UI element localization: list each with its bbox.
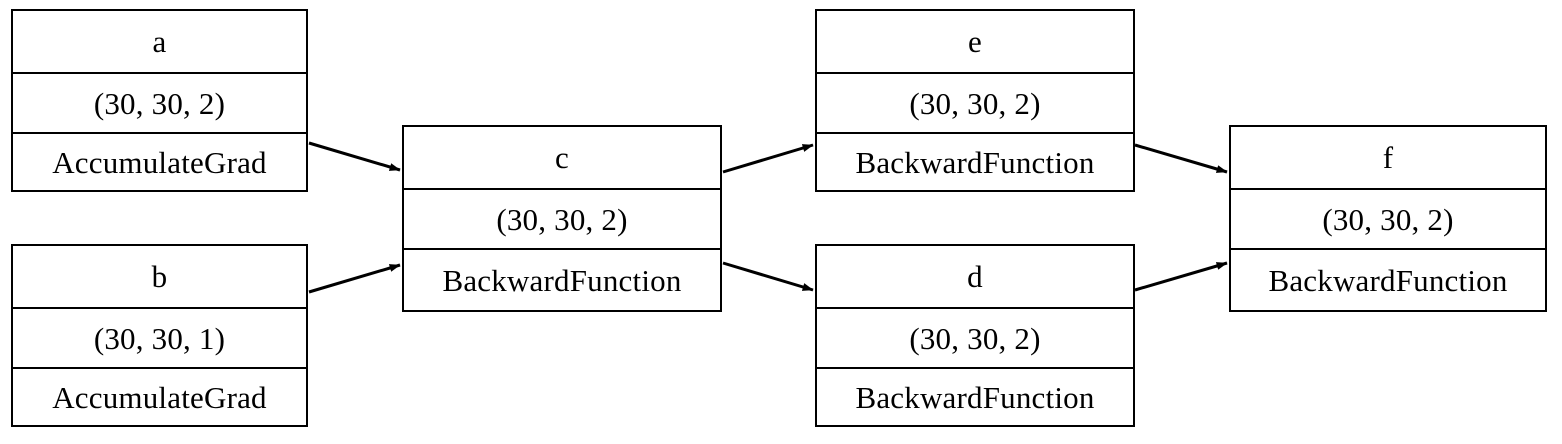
- edge-c-to-d: [722, 261, 814, 292]
- node-f-name: f: [1382, 140, 1394, 175]
- node-f-shape: (30, 30, 2): [1322, 201, 1454, 237]
- node-a[interactable]: a (30, 30, 2) AccumulateGrad: [11, 9, 308, 192]
- node-d-gradfn-row: BackwardFunction: [817, 367, 1133, 425]
- node-c-shape-row: (30, 30, 2): [404, 188, 720, 248]
- edge-d-to-f: [1134, 261, 1228, 292]
- node-d-shape: (30, 30, 2): [909, 320, 1041, 356]
- edge-b-to-c: [308, 263, 401, 294]
- node-f-gradfn: BackwardFunction: [1268, 262, 1508, 298]
- node-b-name-row: b: [13, 246, 306, 307]
- node-b-shape: (30, 30, 1): [93, 320, 226, 356]
- node-b-shape-row: (30, 30, 1): [13, 307, 306, 367]
- node-e[interactable]: e (30, 30, 2) BackwardFunction: [815, 9, 1135, 192]
- node-a-shape: (30, 30, 2): [93, 85, 226, 121]
- node-d-shape-row: (30, 30, 2): [817, 307, 1133, 367]
- node-d-gradfn: BackwardFunction: [855, 379, 1095, 415]
- node-b-name: b: [151, 259, 168, 294]
- node-d[interactable]: d (30, 30, 2) BackwardFunction: [815, 244, 1135, 427]
- node-a-shape-row: (30, 30, 2): [13, 72, 306, 132]
- node-e-gradfn-row: BackwardFunction: [817, 132, 1133, 190]
- edge-a-to-c: [308, 141, 401, 172]
- node-b-gradfn-row: AccumulateGrad: [13, 367, 306, 425]
- node-f-gradfn-row: BackwardFunction: [1231, 248, 1545, 310]
- node-c-gradfn: BackwardFunction: [442, 262, 682, 298]
- edge-e-to-f: [1134, 143, 1228, 174]
- node-c-name: c: [555, 140, 569, 175]
- node-f[interactable]: f (30, 30, 2) BackwardFunction: [1229, 125, 1547, 312]
- node-e-name: e: [968, 24, 982, 59]
- node-a-gradfn: AccumulateGrad: [52, 144, 267, 180]
- node-b[interactable]: b (30, 30, 1) AccumulateGrad: [11, 244, 308, 427]
- node-c[interactable]: c (30, 30, 2) BackwardFunction: [402, 125, 722, 312]
- node-a-name-row: a: [13, 11, 306, 72]
- node-e-gradfn: BackwardFunction: [855, 144, 1095, 180]
- node-e-shape-row: (30, 30, 2): [817, 72, 1133, 132]
- node-d-name-row: d: [817, 246, 1133, 307]
- node-c-shape: (30, 30, 2): [496, 201, 628, 237]
- node-b-gradfn: AccumulateGrad: [52, 379, 267, 415]
- node-e-shape: (30, 30, 2): [909, 85, 1041, 121]
- node-d-name: d: [967, 259, 983, 294]
- node-e-name-row: e: [817, 11, 1133, 72]
- node-c-name-row: c: [404, 127, 720, 188]
- node-f-shape-row: (30, 30, 2): [1231, 188, 1545, 248]
- edge-c-to-e: [722, 143, 814, 174]
- node-a-name: a: [152, 24, 167, 59]
- node-f-name-row: f: [1231, 127, 1545, 188]
- node-a-gradfn-row: AccumulateGrad: [13, 132, 306, 190]
- node-c-gradfn-row: BackwardFunction: [404, 248, 720, 310]
